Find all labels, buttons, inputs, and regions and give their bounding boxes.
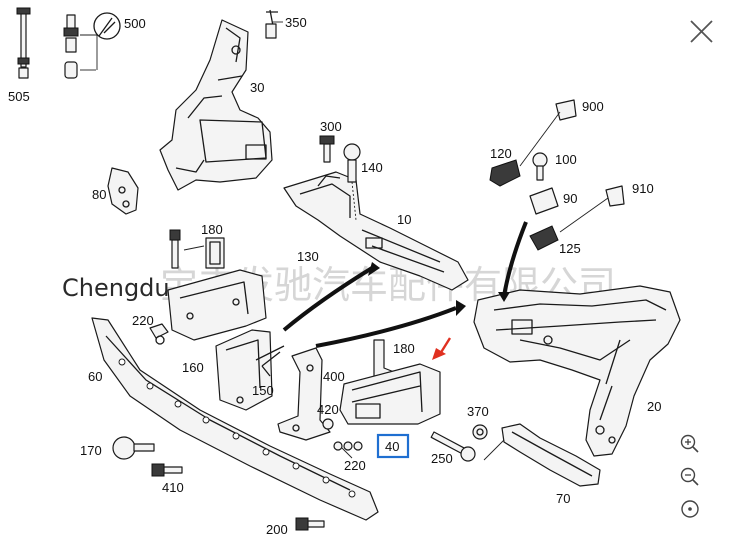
clip-125 — [529, 225, 559, 251]
label-350[interactable]: 350 — [285, 15, 307, 30]
label-20[interactable]: 20 — [647, 399, 661, 414]
label-400[interactable]: 400 — [323, 369, 345, 384]
label-250[interactable]: 250 — [431, 451, 453, 466]
label-160[interactable]: 160 — [182, 360, 204, 375]
label-180-left[interactable]: 180 — [201, 222, 223, 237]
bolt-set-220-right — [333, 441, 363, 459]
watermark-brand: Chengdu — [62, 274, 170, 302]
label-170[interactable]: 170 — [80, 443, 102, 458]
label-100[interactable]: 100 — [555, 152, 577, 167]
bracket-30 — [159, 9, 278, 191]
bolt-100 — [532, 152, 548, 181]
bracket-80 — [107, 167, 139, 215]
nut-370 — [472, 424, 488, 440]
label-30[interactable]: 30 — [250, 80, 264, 95]
label-420[interactable]: 420 — [317, 402, 339, 417]
label-40[interactable]: 40 — [385, 439, 399, 454]
label-505[interactable]: 505 — [8, 89, 30, 104]
label-500[interactable]: 500 — [124, 16, 146, 31]
clip-180-left — [205, 237, 225, 269]
label-80[interactable]: 80 — [92, 187, 106, 202]
highlight-arrow — [432, 337, 452, 360]
highlighted-part-40[interactable]: 40 — [376, 433, 410, 459]
label-10[interactable]: 10 — [397, 212, 411, 227]
bracket-160 — [215, 329, 273, 411]
close-icon[interactable] — [684, 14, 720, 50]
bolt-220-left — [149, 229, 181, 345]
label-910[interactable]: 910 — [632, 181, 654, 196]
fastener-set-500 — [63, 12, 121, 79]
label-90[interactable]: 90 — [563, 191, 577, 206]
bracket-400 — [277, 347, 331, 441]
nut-420 — [322, 418, 334, 430]
strut-150 — [255, 345, 285, 377]
bolt-410 — [151, 463, 183, 477]
label-140[interactable]: 140 — [361, 160, 383, 175]
cap-910 — [605, 185, 625, 207]
bolt-250 — [430, 431, 476, 462]
clip-120 — [489, 159, 521, 187]
cap-900 — [555, 99, 577, 121]
label-300[interactable]: 300 — [320, 119, 342, 134]
label-70[interactable]: 70 — [556, 491, 570, 506]
bolt-170 — [112, 436, 155, 460]
clip-90 — [529, 187, 559, 215]
label-150[interactable]: 150 — [252, 383, 274, 398]
crash-box-40 — [339, 363, 441, 425]
label-370[interactable]: 370 — [467, 404, 489, 419]
zoom-in-icon[interactable] — [676, 430, 704, 458]
bumper-beam-60 — [91, 317, 379, 521]
label-130[interactable]: 130 — [297, 249, 319, 264]
label-410[interactable]: 410 — [162, 480, 184, 495]
crossmember-10 — [283, 171, 469, 291]
highlight-box — [376, 433, 410, 459]
label-220-left[interactable]: 220 — [132, 313, 154, 328]
bolt-140 — [343, 143, 361, 221]
zoom-out-icon[interactable] — [676, 462, 704, 490]
label-60[interactable]: 60 — [88, 369, 102, 384]
bracket-70 — [483, 423, 601, 487]
label-900[interactable]: 900 — [582, 99, 604, 114]
label-125[interactable]: 125 — [559, 241, 581, 256]
label-200[interactable]: 200 — [266, 522, 288, 537]
reset-view-icon[interactable] — [676, 495, 704, 523]
front-carrier-20 — [473, 285, 681, 457]
label-120[interactable]: 120 — [490, 146, 512, 161]
mounting-bracket-left — [167, 269, 267, 341]
bolt-505 — [16, 7, 31, 79]
bolt-200 — [295, 517, 325, 531]
label-220-right[interactable]: 220 — [344, 458, 366, 473]
bolt-300 — [319, 135, 335, 163]
label-180-right[interactable]: 180 — [393, 341, 415, 356]
